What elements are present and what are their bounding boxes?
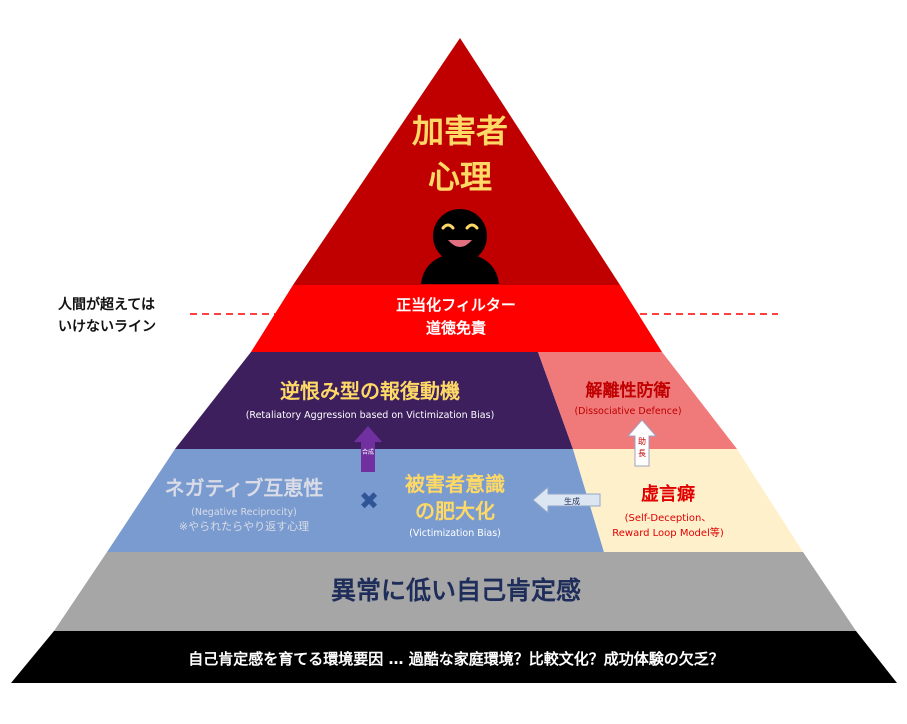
top-title-line1: 加害者 <box>412 112 508 150</box>
smiling-person-icon <box>421 209 499 284</box>
lie-title: 虚言癖 <box>641 483 695 505</box>
generate-arrow <box>532 485 601 515</box>
revenge-subtitle: (Retaliatory Aggression based on Victimi… <box>246 410 495 421</box>
generate-label: 生成 <box>564 496 580 506</box>
synthesis-arrow <box>354 426 382 472</box>
top-title-line2: 心理 <box>428 158 492 196</box>
victim-line1: 被害者意識 <box>405 472 505 496</box>
red-line-label: 人間が超えては いけないライン <box>58 297 156 335</box>
filter-line2: 道徳免責 <box>426 319 486 337</box>
victim-subtitle: (Victimization Bias) <box>409 528 501 539</box>
promote-arrow <box>626 419 658 467</box>
negative-title: ネガティブ互恵性 <box>165 476 324 500</box>
promote-label-2: 長 <box>638 449 646 458</box>
revenge-title: 逆恨み型の報復動機 <box>280 379 460 403</box>
tier-perpetrator <box>293 38 620 285</box>
negative-note: ※やられたらやり返す心理 <box>179 520 309 533</box>
lie-subtitle-2: Reward Loop Model等) <box>612 526 724 539</box>
cross-icon: ✖ <box>359 487 379 515</box>
negative-subtitle: (Negative Reciprocity) <box>191 507 297 518</box>
lie-subtitle-1: (Self-Deception、 <box>625 513 712 524</box>
dissociation-subtitle: (Dissociative Defence) <box>574 406 681 417</box>
promote-label-1: 助 <box>638 436 646 446</box>
synthesis-label: 合成 <box>362 448 374 456</box>
tier-false-speech <box>573 449 803 552</box>
self-esteem-label: 異常に低い自己肯定感 <box>331 576 581 605</box>
tier-justification-filter <box>251 285 662 352</box>
filter-line1: 正当化フィルター <box>396 296 516 314</box>
tier-victim-consciousness <box>107 449 604 552</box>
tier-dissociative-defence <box>538 352 737 449</box>
tier-environment <box>11 631 897 683</box>
environment-factors: 自己肯定感を育てる環境要因 … 過酷な家庭環境？比較文化？成功体験の欠乏？ <box>188 650 723 668</box>
victim-line2: の肥大化 <box>415 499 495 523</box>
tier-revenge-motive <box>175 352 573 449</box>
dissociation-title: 解離性防衛 <box>586 380 671 401</box>
tier-self-esteem <box>54 552 856 631</box>
